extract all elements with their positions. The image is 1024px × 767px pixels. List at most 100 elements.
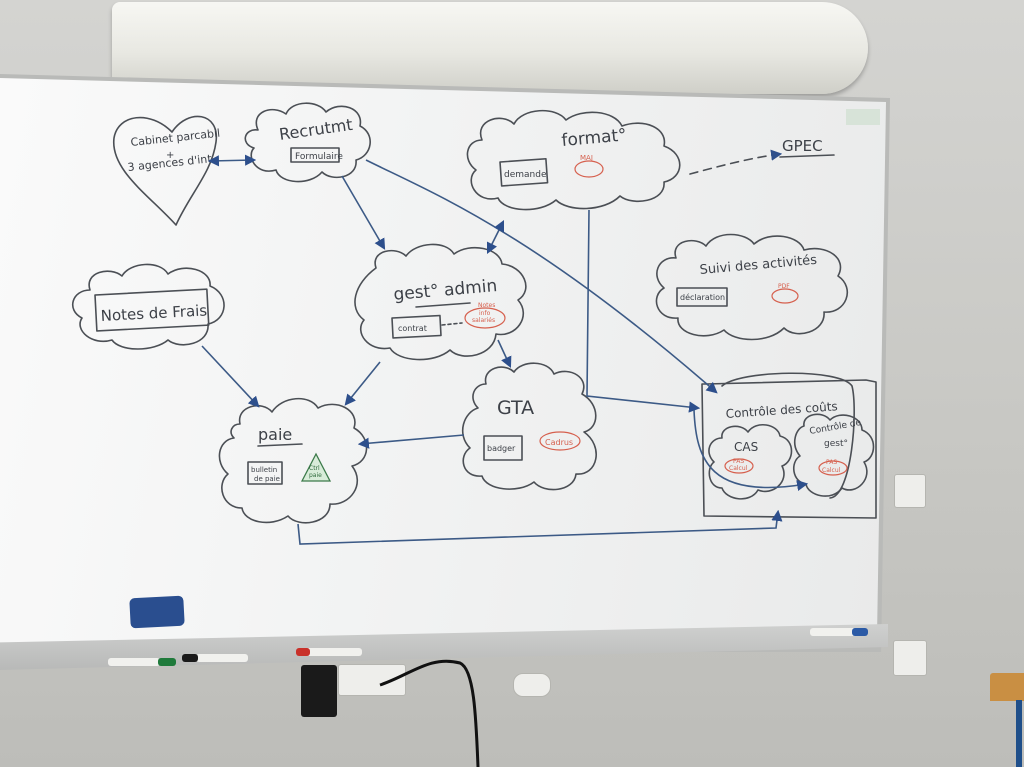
gta-title: GTA: [497, 397, 534, 419]
gestion-admin-box-label: contrat: [398, 324, 427, 333]
node-gestion-admin: gest° admin contrat Notes info salariés: [354, 243, 527, 361]
whiteboard: [0, 78, 886, 648]
connectors: [201, 149, 809, 545]
controle-cas: CAS: [734, 440, 758, 454]
node-gta: GTA badger Cadrus: [461, 362, 597, 491]
table-corner: [990, 673, 1024, 701]
ctrl-gestion-red2: Calcul: [822, 467, 841, 474]
board-smudge: [846, 109, 880, 125]
marker-black[interactable]: [196, 654, 248, 662]
recrutement-box-label: Formulaire: [295, 152, 343, 162]
cloud-shape: [354, 243, 527, 361]
gta-red-oval: [539, 431, 581, 451]
marker-green[interactable]: [108, 658, 160, 666]
projector-screen-roll: [112, 2, 868, 94]
arrow-formation-controle: [586, 209, 701, 413]
ctrl-gestion-red1: PAS: [826, 459, 837, 466]
formation-title: format°: [561, 125, 628, 151]
recrutement-title: Recrutmt: [278, 115, 354, 144]
wall-switch-upper[interactable]: [894, 474, 926, 508]
marker-red[interactable]: [306, 648, 362, 656]
node-recrutement: Recrutmt Formulaire: [244, 102, 371, 183]
suivi-box: [676, 287, 728, 307]
arrow-recrutement-controle: [365, 159, 718, 394]
gestion-admin-underline: [415, 302, 471, 308]
cloud-shape: [218, 397, 368, 524]
control-box[interactable]: [301, 665, 337, 717]
controle-outer-box: [701, 379, 877, 519]
node-suivi: Suivi des activités déclaration PDF: [655, 233, 849, 341]
arrow-recrutement-gestion-admin: [341, 175, 386, 250]
marker-blue-cap: [852, 628, 868, 636]
cloud-shape: [461, 362, 597, 491]
board-eraser[interactable]: [129, 595, 185, 629]
suivi-box-label: déclaration: [680, 292, 725, 302]
cas-red2: Calcul: [729, 465, 748, 472]
gestion-admin-title: gest° admin: [393, 276, 498, 305]
cas-red1: PAS: [733, 458, 744, 465]
cabinet-line2: +: [166, 150, 174, 161]
formation-box: [499, 157, 549, 187]
ctrl-gestion-line1: Contrôle de: [809, 417, 863, 437]
power-cable: [379, 659, 480, 767]
formation-red-oval: [574, 160, 604, 178]
paie-triangle: [300, 452, 332, 482]
node-formation: format° demande MAJ: [466, 109, 681, 211]
node-notes-frais: Notes de Frais: [71, 263, 225, 350]
marker-blue[interactable]: [810, 628, 856, 636]
gpec-underline: [779, 154, 835, 158]
suivi-red-oval: [771, 288, 799, 304]
arrow-paie-controle: [297, 509, 783, 545]
formation-red-label: MAJ: [580, 154, 593, 162]
arrow-gta-paie: [357, 434, 465, 449]
gta-box: [483, 435, 523, 461]
paie-title: paie: [258, 425, 292, 444]
marker-black-cap: [182, 654, 198, 662]
controle-inner-loop: [721, 372, 855, 499]
gestion-admin-red2: info: [479, 310, 491, 317]
paie-box: [247, 461, 283, 485]
gpec-title: GPEC: [782, 137, 823, 155]
gestion-admin-red3: salariés: [472, 317, 495, 324]
gestion-admin-red1: Notes: [478, 302, 495, 309]
wall-switch-lower[interactable]: [893, 640, 927, 676]
gestion-admin-red-oval: [464, 307, 506, 329]
ctrl-gestion-line2: gest°: [824, 439, 848, 449]
wall-device: [513, 673, 551, 697]
arrow-formation-gestion-admin: [486, 219, 505, 255]
arrow-gestion-admin-paie: [344, 361, 381, 406]
node-paie: paie bulletin de paie Ctrl paie: [218, 397, 368, 524]
node-gpec: GPEC: [779, 137, 835, 158]
cloud-ctrl-gestion: [793, 413, 875, 497]
gta-red-label: Cadrus: [545, 438, 573, 447]
arrow-inner-loop-cas: [693, 409, 809, 491]
arrow-cabinet-recrutement: [207, 154, 257, 167]
gestion-admin-dashed-arrow: [441, 322, 463, 326]
arrow-formation-gpec: [689, 149, 783, 175]
paie-box-label1: bulletin: [251, 466, 277, 474]
gestion-admin-box: [391, 314, 442, 339]
paie-triangle-label2: paie: [309, 472, 322, 479]
controle-title: Contrôle des coûts: [725, 399, 838, 421]
cloud-shape: [244, 102, 371, 183]
node-controle-couts: Contrôle des coûts CAS PAS Calcul Contrô…: [701, 372, 877, 519]
cloud-shape: [655, 233, 849, 341]
arrow-gestion-admin-gta: [497, 339, 512, 369]
suivi-red-label: PDF: [778, 283, 790, 290]
cas-red-oval: [724, 458, 754, 474]
notes-frais-box: [94, 288, 210, 332]
node-cabinet: Cabinet parcabil + 3 agences d'int: [113, 115, 221, 226]
gta-box-label: badger: [487, 444, 516, 453]
recrutement-box: [290, 147, 340, 163]
paie-box-label2: de paie: [254, 475, 280, 483]
marker-red-cap: [296, 648, 310, 656]
cloud-cas: [708, 424, 793, 500]
notes-frais-title: Notes de Frais: [100, 301, 207, 325]
arrow-notes-frais-paie: [201, 345, 260, 408]
paie-triangle-label1: Ctrl: [309, 465, 320, 472]
suivi-title: Suivi des activités: [699, 253, 818, 278]
formation-box-label: demande: [504, 170, 547, 180]
marker-green-cap: [158, 658, 176, 666]
table-leg: [1016, 700, 1022, 767]
